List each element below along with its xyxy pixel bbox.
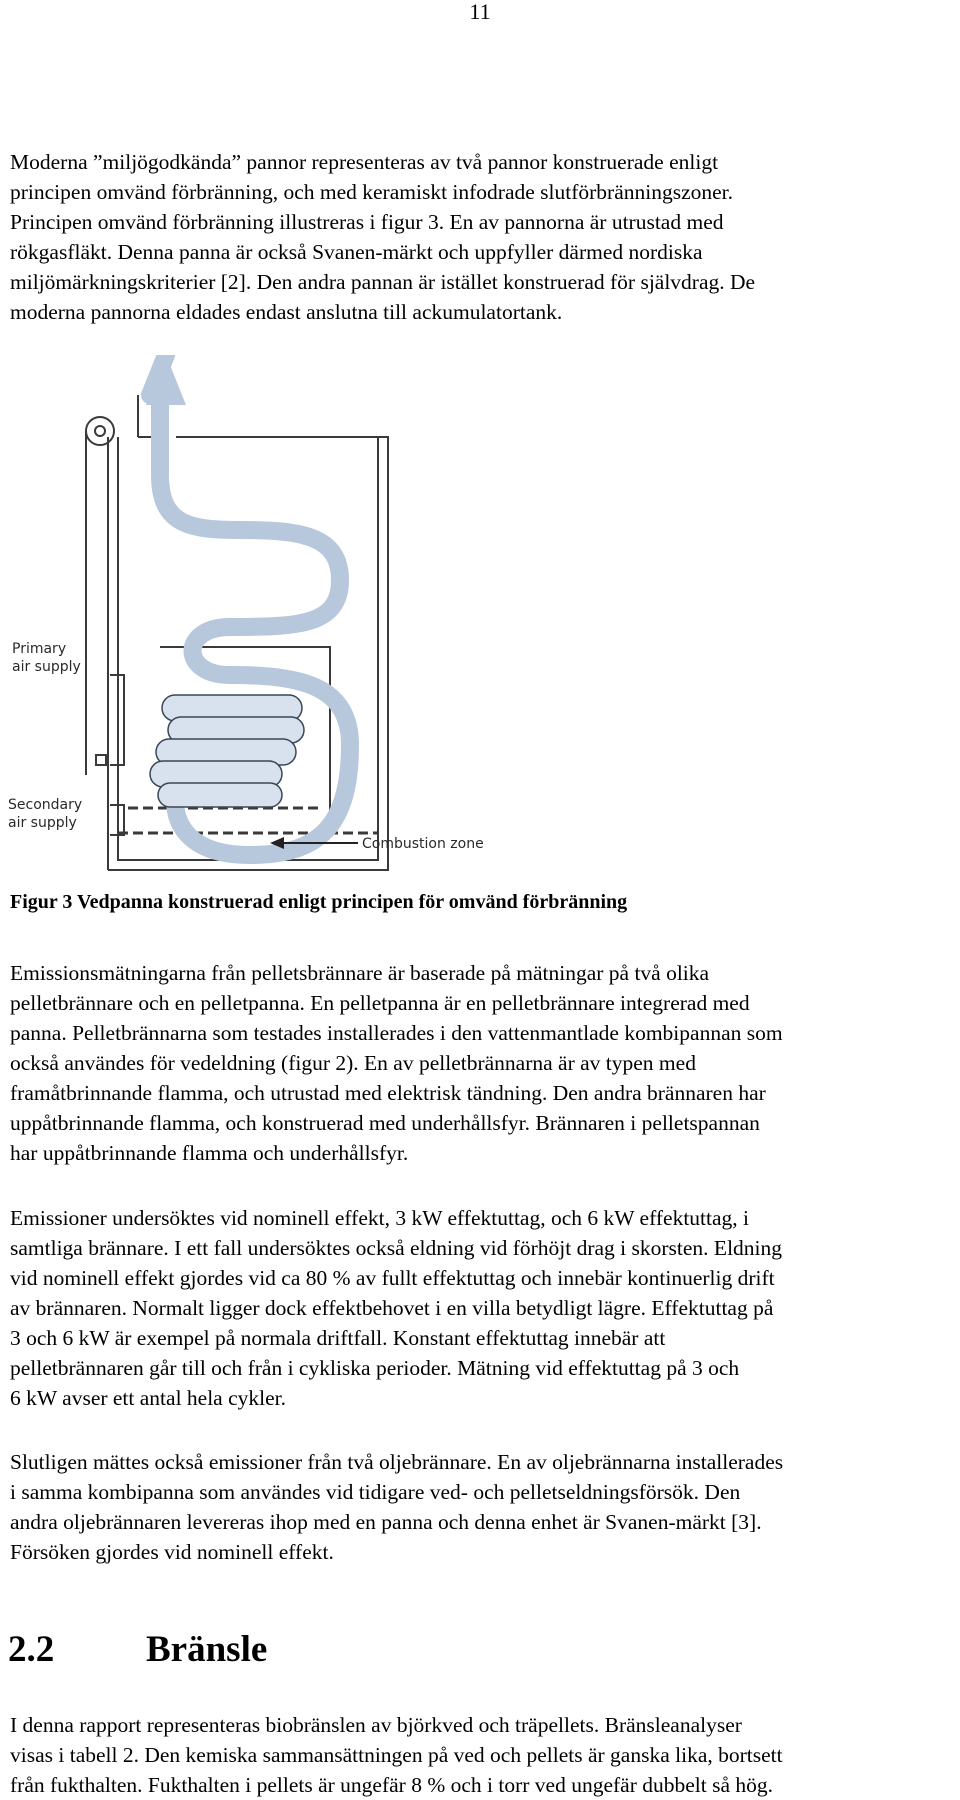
combustion-zone-label: Combustion zone bbox=[362, 836, 484, 852]
primary-air-label-2: air supply bbox=[12, 659, 81, 675]
paragraph-emissions-load: Emissioner undersöktes vid nominell effe… bbox=[10, 1203, 958, 1413]
text-line: samtliga brännare. I ett fall undersökte… bbox=[10, 1236, 783, 1260]
text-line: framåtbrinnande flamma, och utrustad med… bbox=[10, 1081, 766, 1105]
text-line: också användes för vedeldning (figur 2).… bbox=[10, 1051, 696, 1075]
text-line: 3 och 6 kW är exempel på normala driftfa… bbox=[10, 1326, 666, 1350]
text-line: vid nominell effekt gjordes vid ca 80 % … bbox=[10, 1266, 775, 1290]
text-line: visas i tabell 2. Den kemiska sammansätt… bbox=[10, 1743, 783, 1767]
text-line: Principen omvänd förbränning illustreras… bbox=[10, 210, 724, 234]
text-line: pelletbrännaren går till och från i cykl… bbox=[10, 1356, 740, 1380]
text-line: har uppåtbrinnande flamma och underhålls… bbox=[10, 1141, 409, 1165]
text-line: pelletbrännare och en pelletpanna. En pe… bbox=[10, 991, 750, 1015]
text-line: Emissioner undersöktes vid nominell effe… bbox=[10, 1206, 749, 1230]
text-line: från fukthalten. Fukthalten i pellets är… bbox=[10, 1773, 774, 1797]
text-line: I denna rapport representeras biobränsle… bbox=[10, 1713, 742, 1737]
text-line: andra oljebrännaren levereras ihop med e… bbox=[10, 1510, 762, 1534]
section-title: Bränsle bbox=[146, 1629, 268, 1670]
air-duct bbox=[95, 674, 125, 836]
secondary-air-label-1: Secondary bbox=[8, 797, 82, 813]
secondary-air-label-2: air supply bbox=[8, 815, 77, 831]
text-line: i samma kombipanna som användes vid tidi… bbox=[10, 1480, 741, 1504]
section-number: 2.2 bbox=[8, 1629, 55, 1670]
text-line: moderna pannorna eldades endast anslutna… bbox=[10, 300, 563, 324]
primary-air-label-1: Primary bbox=[12, 641, 66, 657]
page-number: 11 bbox=[469, 0, 491, 24]
text-line: rökgasfläkt. Denna panna är också Svanen… bbox=[10, 240, 703, 264]
paragraph-pellet-burners: Emissionsmätningarna från pelletsbrännar… bbox=[10, 958, 958, 1168]
text-line: principen omvänd förbränning, och med ke… bbox=[10, 180, 734, 204]
boiler-diagram-svg: Primary air supply Secondary air supply … bbox=[8, 346, 484, 871]
text-line: uppåtbrinnande flamma, och konstruerad m… bbox=[10, 1111, 760, 1135]
text-line: 6 kW avser ett antal hela cykler. bbox=[10, 1386, 287, 1410]
text-line: Försöken gjordes vid nominell effekt. bbox=[10, 1540, 334, 1564]
text-line: miljömärkningskriterier [2]. Den andra p… bbox=[10, 270, 756, 294]
paragraph-oil-burners: Slutligen mättes också emissioner från t… bbox=[10, 1447, 958, 1567]
text-line: panna. Pelletbrännarna som testades inst… bbox=[10, 1021, 783, 1045]
text-line: Emissionsmätningarna från pelletsbrännar… bbox=[10, 961, 710, 985]
firewood-logs bbox=[149, 694, 305, 808]
text-line: av brännaren. Normalt ligger dock effekt… bbox=[10, 1296, 774, 1320]
text-line: Slutligen mättes också emissioner från t… bbox=[10, 1450, 784, 1474]
flow-path bbox=[141, 346, 359, 864]
paragraph-intro-modern-boilers: Moderna ”miljögodkända” pannor represent… bbox=[10, 147, 958, 327]
paragraph-biofuels: I denna rapport representeras biobränsle… bbox=[10, 1710, 958, 1800]
figure-boiler-diagram: Primary air supply Secondary air supply … bbox=[0, 346, 520, 885]
figure-caption: Figur 3 Vedpanna konstruerad enligt prin… bbox=[10, 891, 628, 913]
text-line: Moderna ”miljögodkända” pannor represent… bbox=[10, 150, 719, 174]
combustion-arrow bbox=[270, 837, 358, 849]
